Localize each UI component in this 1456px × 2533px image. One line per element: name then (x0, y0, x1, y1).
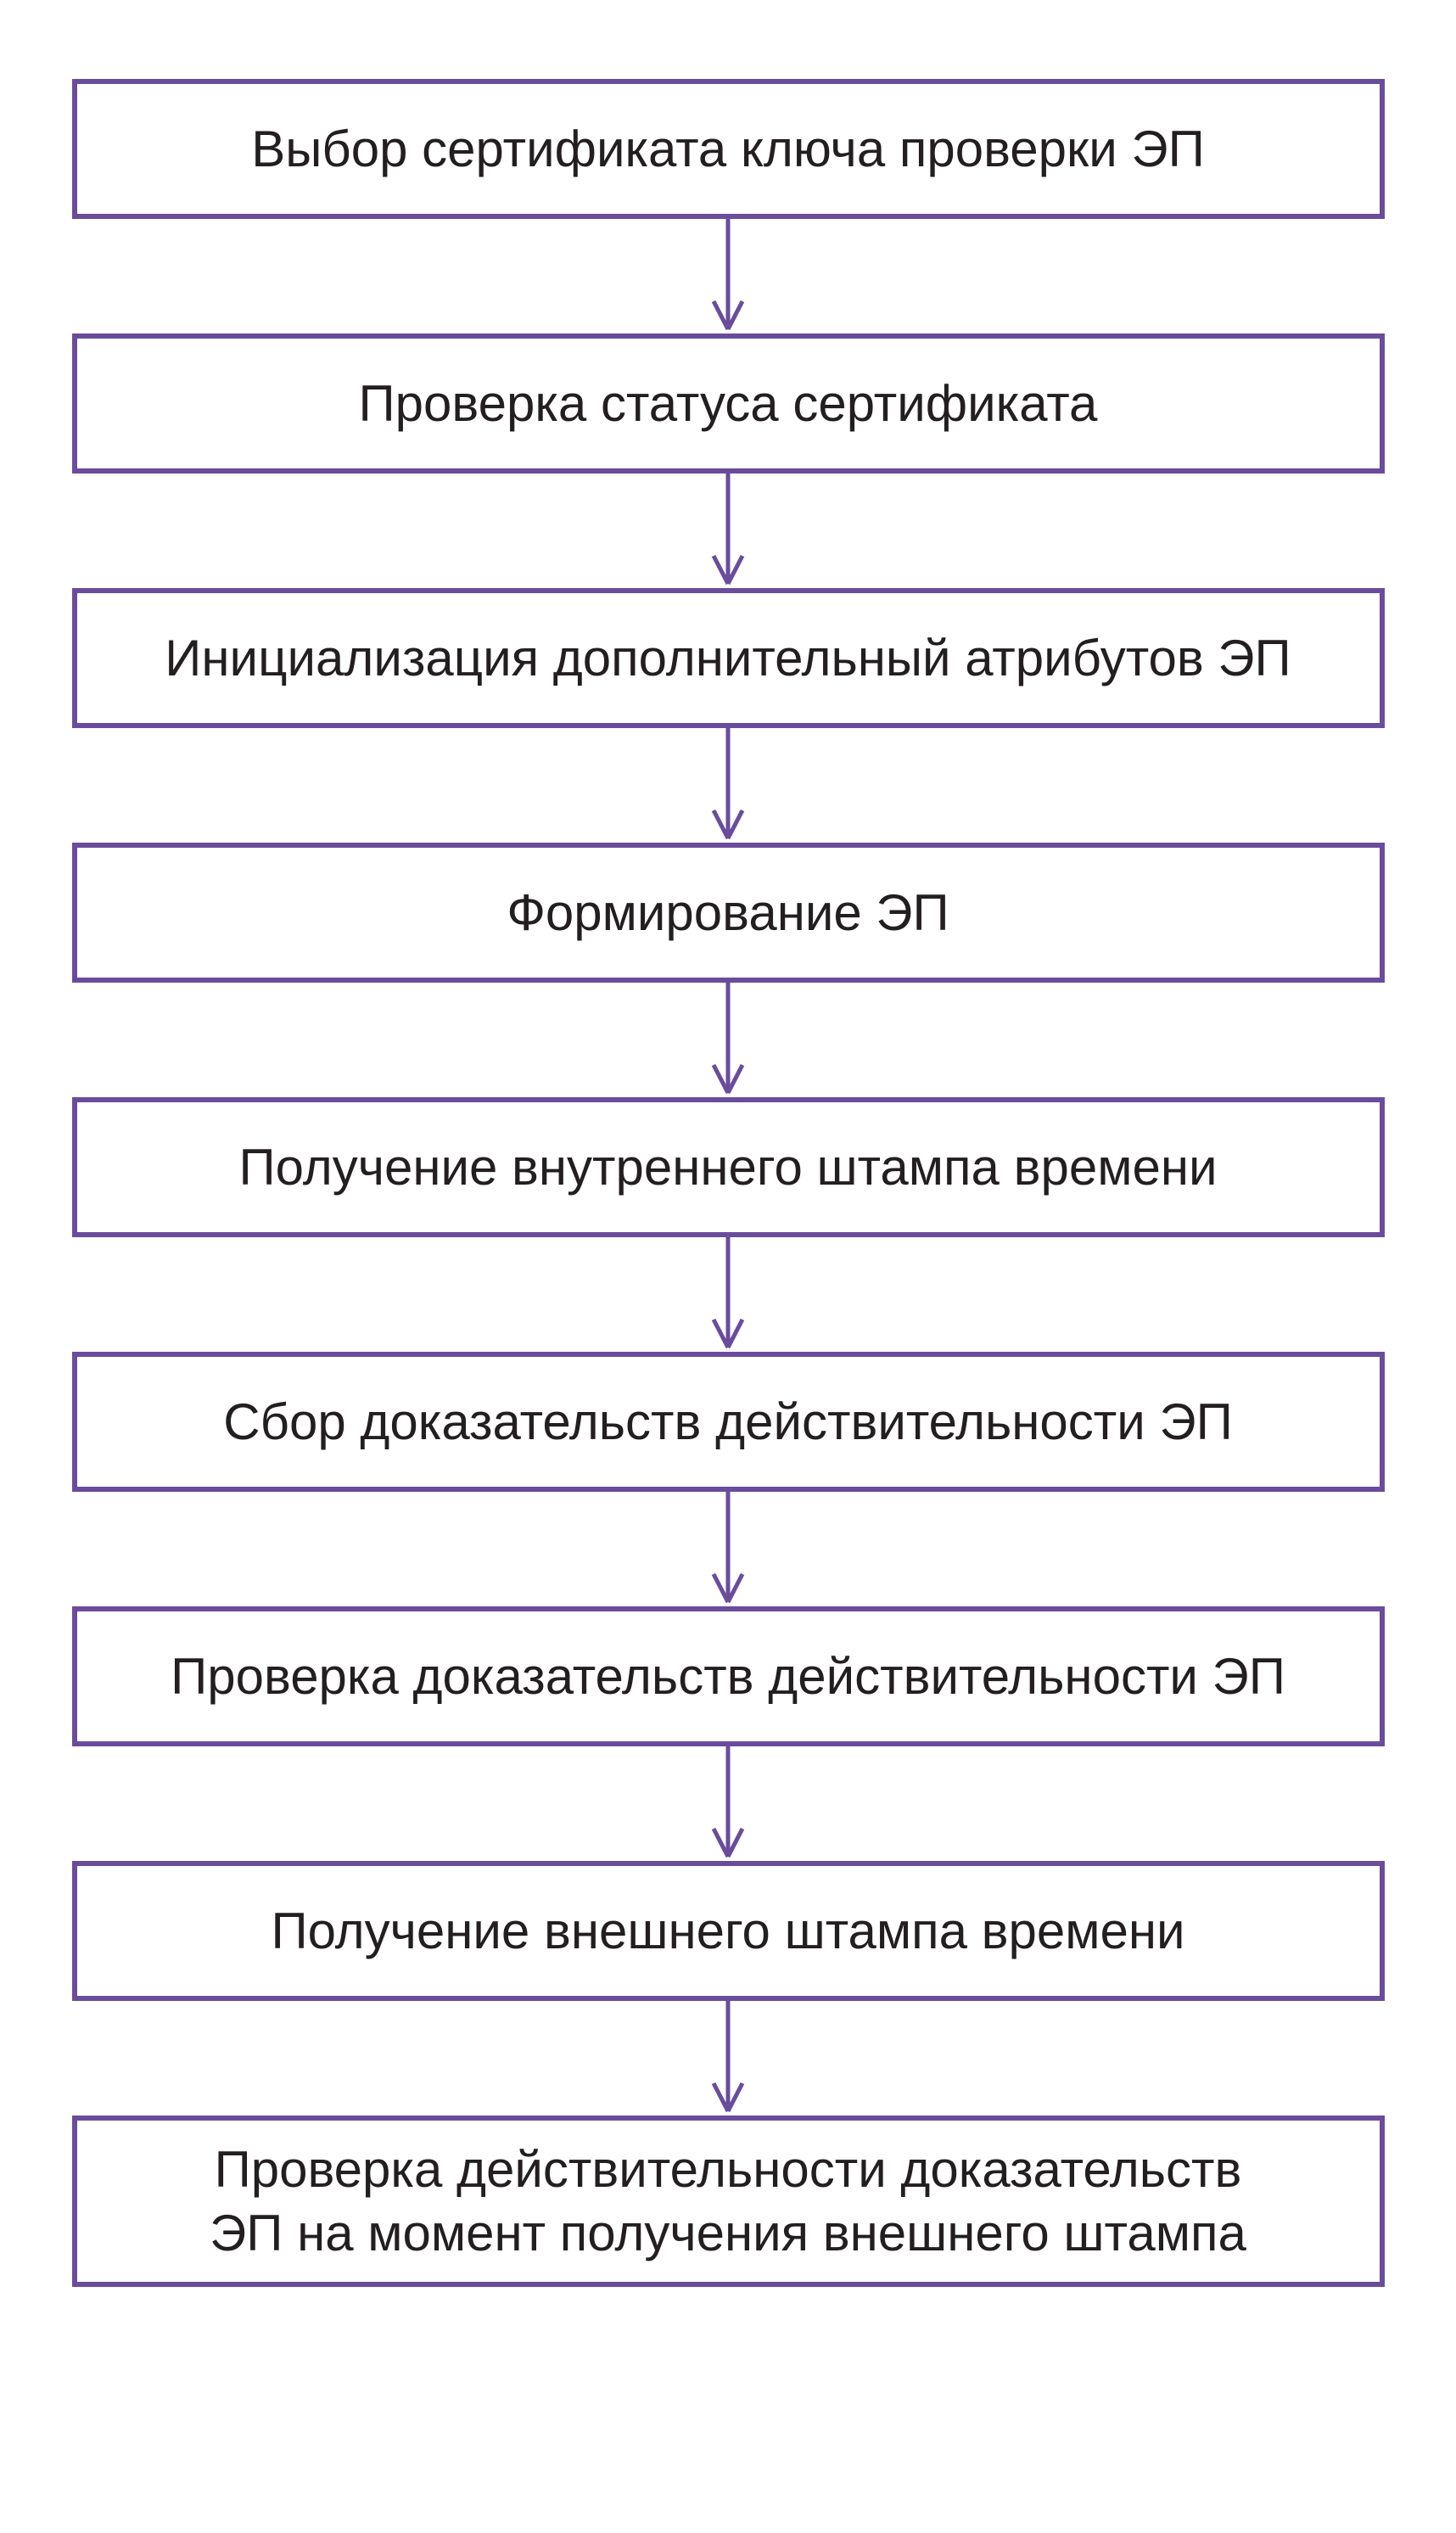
step-box-6-collect-evidence: Сбор доказательств действительности ЭП (71, 1352, 1385, 1492)
arrow-down-icon (709, 983, 747, 1097)
step-box-2-check-certificate-status: Проверка статуса сертификата (71, 333, 1385, 474)
step-label: Проверка доказательств действительности … (171, 1648, 1285, 1705)
step-label: Формирование ЭП (507, 884, 949, 941)
step-label: Сбор доказательств действительности ЭП (223, 1393, 1233, 1450)
flowchart-page: { "diagram": { "type": "flowchart", "dir… (0, 79, 1456, 2533)
arrow-down-icon (709, 1492, 747, 1606)
arrow-down-icon (709, 2001, 747, 2116)
arrow-down-icon (709, 219, 747, 333)
step-box-8-external-timestamp: Получение внешнего штампа времени (71, 1861, 1385, 2001)
step-label: Выбор сертификата ключа проверки ЭП (251, 120, 1205, 177)
arrow-down-icon (709, 1746, 747, 1861)
flowchart: Выбор сертификата ключа проверки ЭП Пров… (71, 79, 1385, 2287)
arrow-down-icon (709, 474, 747, 588)
step-label: Инициализация дополнительный атрибутов Э… (165, 630, 1291, 686)
step-box-3-init-attributes: Инициализация дополнительный атрибутов Э… (71, 588, 1385, 728)
arrow-down-icon (709, 1237, 747, 1352)
step-label-line-1: Проверка действительности доказательств (214, 2141, 1242, 2198)
step-box-7-verify-evidence: Проверка доказательств действительности … (71, 1606, 1385, 1746)
step-box-5-internal-timestamp: Получение внутреннего штампа времени (71, 1097, 1385, 1237)
step-label-line-2: ЭП на момент получения внешнего штампа (210, 2205, 1246, 2261)
step-label: Получение внутреннего штампа времени (238, 1139, 1218, 1196)
step-box-1-select-certificate: Выбор сертификата ключа проверки ЭП (71, 79, 1385, 219)
step-box-9-verify-at-external-timestamp: Проверка действительности доказательств … (71, 2116, 1385, 2287)
step-label: Проверка статуса сертификата (358, 375, 1098, 432)
step-box-4-form-signature: Формирование ЭП (71, 843, 1385, 983)
step-label: Получение внешнего штампа времени (271, 1903, 1185, 1959)
arrow-down-icon (709, 728, 747, 843)
